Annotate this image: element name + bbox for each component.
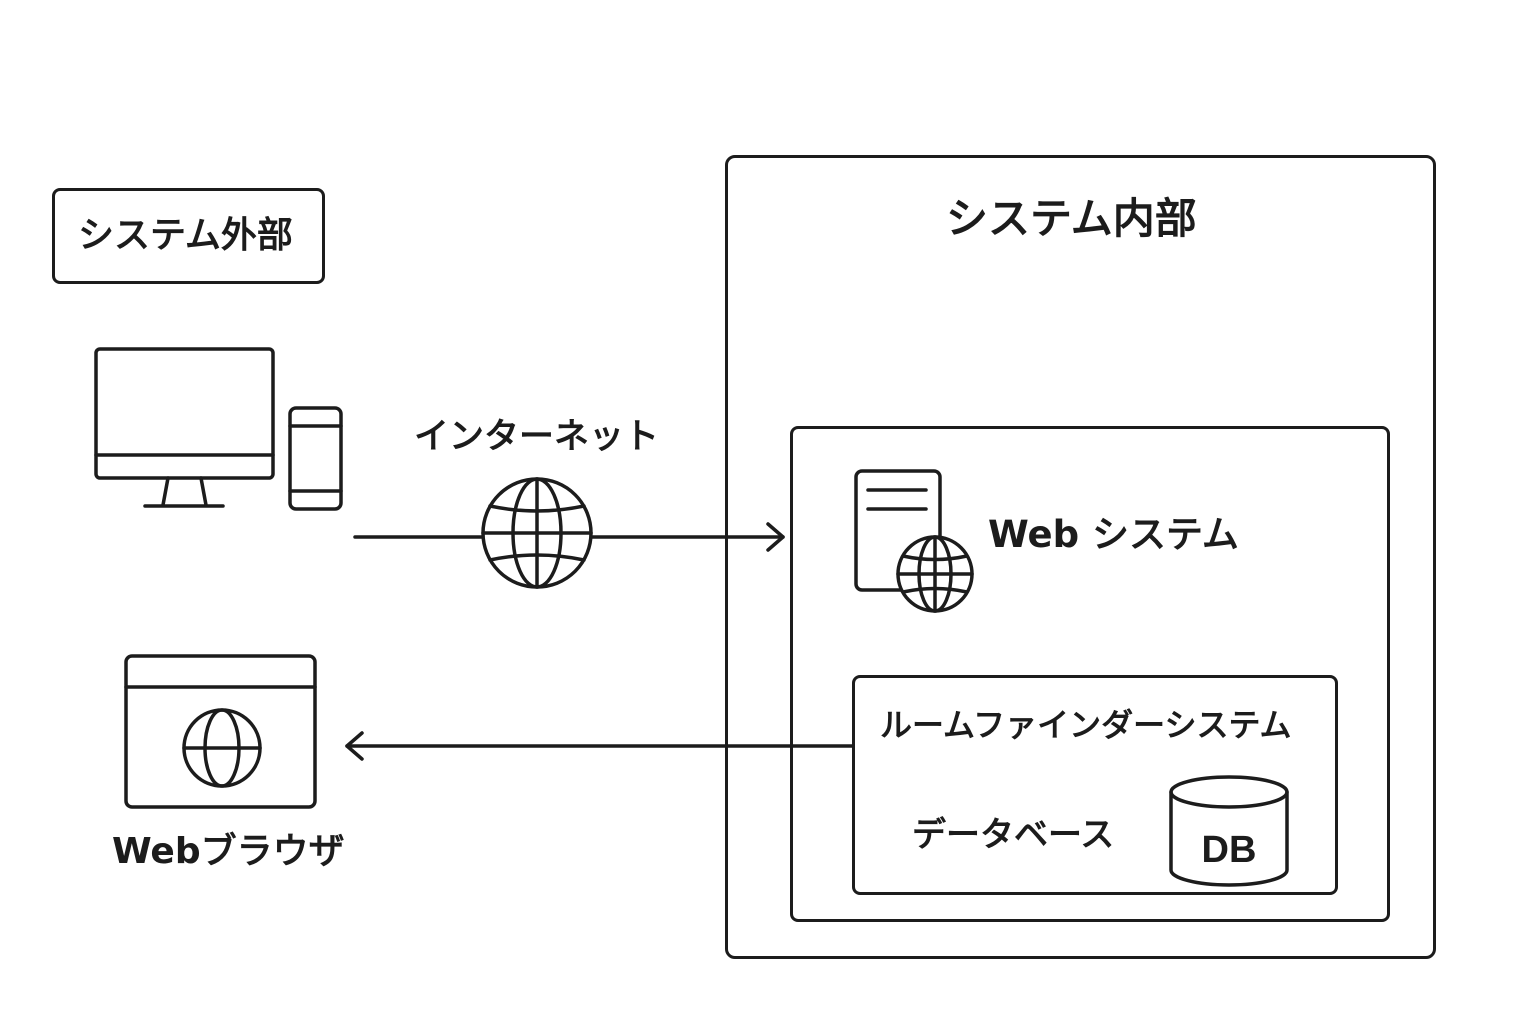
system-outside-label-box	[52, 188, 325, 284]
system-outside-title: システム外部	[78, 215, 293, 256]
db-badge-text: DB	[1202, 829, 1257, 871]
browser-window-icon	[124, 654, 317, 809]
roomfinder-system-label: ルームファインダーシステム	[880, 706, 1292, 744]
web-browser-label: Webブラウザ	[112, 831, 345, 872]
system-inside-container	[725, 155, 1436, 959]
web-system-label: Web システム	[988, 513, 1239, 556]
database-label: データベース	[912, 815, 1115, 855]
system-inside-title: システム内部	[946, 194, 1197, 243]
internet-globe-icon	[481, 477, 593, 589]
desktop-computer-icon	[94, 347, 275, 508]
response-arrow	[345, 731, 854, 761]
smartphone-icon	[288, 406, 343, 511]
web-system-container	[790, 426, 1390, 922]
internet-label: インターネット	[414, 417, 660, 457]
roomfinder-system-container	[852, 675, 1338, 895]
database-cylinder-icon	[1169, 775, 1289, 887]
web-server-icon	[854, 469, 974, 613]
